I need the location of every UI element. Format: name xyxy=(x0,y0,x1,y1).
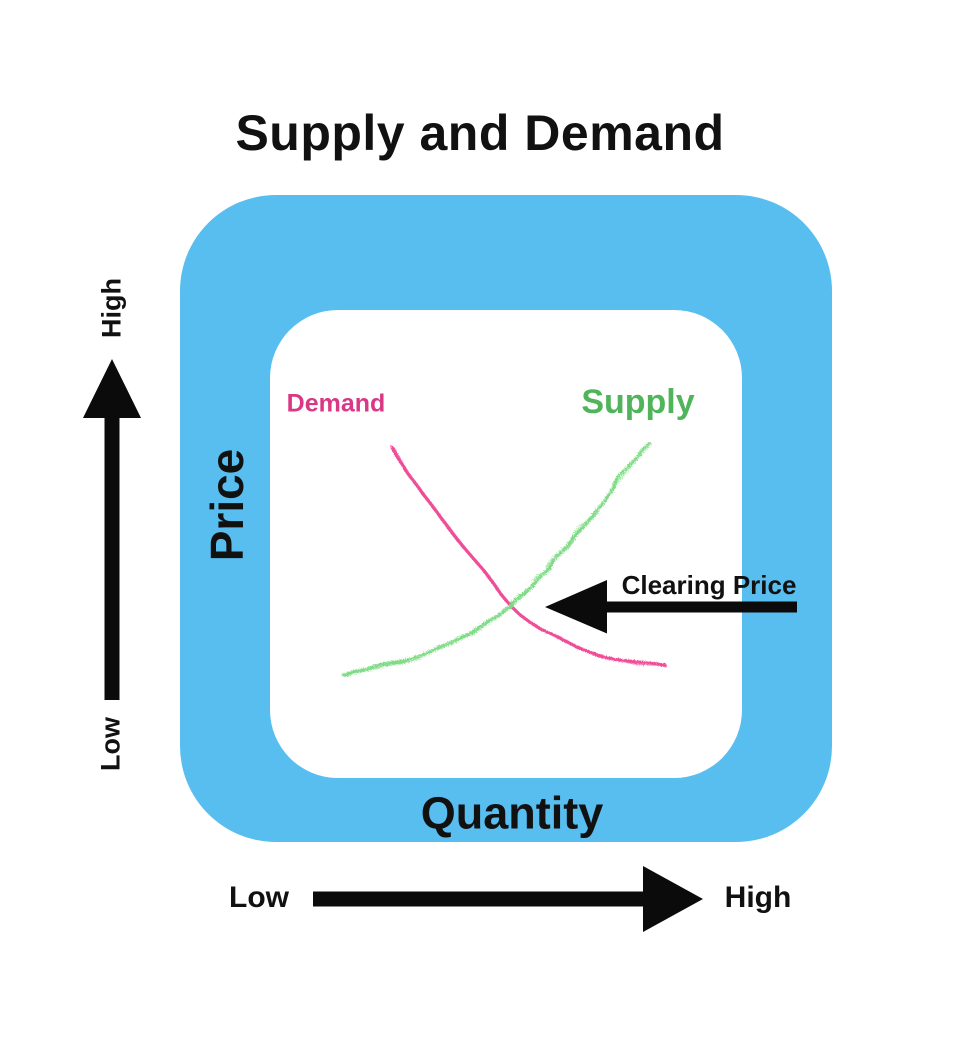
quantity-axis-high-label: High xyxy=(724,881,792,914)
demand-curve-label: Demand xyxy=(286,389,386,418)
price-axis-low-label: Low xyxy=(95,717,126,771)
page-title: Supply and Demand xyxy=(235,105,725,161)
supply-curve-label: Supply xyxy=(581,383,695,421)
quantity-axis-label: Quantity xyxy=(420,787,604,839)
price-axis-high-label: High xyxy=(96,278,127,338)
quantity-axis-low-label: Low xyxy=(229,881,289,914)
price-axis-label: Price xyxy=(201,448,253,562)
plot-area xyxy=(270,310,742,778)
quantity-axis-arrow xyxy=(313,866,703,932)
price-axis-arrow xyxy=(83,359,141,700)
clearing-price-label: Clearing Price xyxy=(621,570,797,600)
